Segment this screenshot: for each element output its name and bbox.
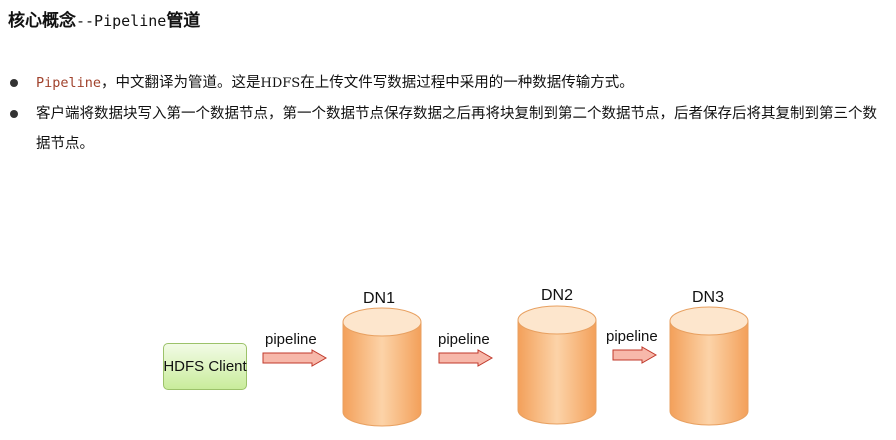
arrow-right-icon [438,349,494,367]
datanode-cylinder-icon [669,306,749,426]
hdfs-client-box: HDFS Client [163,343,247,390]
pipeline-label-2: pipeline [438,331,490,348]
bullet-text: 客户端将数据块写入第一个数据节点，第一个数据节点保存数据之后再将块复制到第二个数… [36,106,877,152]
bullet-item-pipeline: Pipeline，中文翻译为管道。这是HDFS在上传文件写数据过程中采用的一种数… [10,68,890,99]
dn1-label: DN1 [363,290,396,307]
page-title: 核心概念--Pipeline管道 [8,6,200,31]
bullet-list: Pipeline，中文翻译为管道。这是HDFS在上传文件写数据过程中采用的一种数… [10,68,890,159]
code-term: Pipeline [36,75,102,91]
bullet-item-replication: 客户端将数据块写入第一个数据节点，第一个数据节点保存数据之后再将块复制到第二个数… [10,99,890,159]
datanode-cylinder-icon [342,307,422,427]
datanode-cylinder-icon [517,305,597,425]
bullet-dot-icon [10,79,18,87]
dn3-label: DN3 [692,289,725,306]
bullet-text-b: 在上传文件写数据过程中采用的一种数据传输方式。 [300,75,634,91]
arrow-right-icon [612,346,658,364]
bullet-dot-icon [10,110,18,118]
pipeline-label-1: pipeline [265,331,317,348]
title-suffix: 管道 [166,11,201,31]
arrow-right-icon [262,349,328,367]
bullet-text-a: ，中文翻译为管道。这是 [101,75,261,91]
title-prefix: 核心概念 [8,11,76,31]
pipeline-label-3: pipeline [606,328,658,345]
title-mono: --Pipeline [76,12,167,30]
dn2-label: DN2 [541,287,574,304]
hdfs-term: HDFS [260,76,301,91]
